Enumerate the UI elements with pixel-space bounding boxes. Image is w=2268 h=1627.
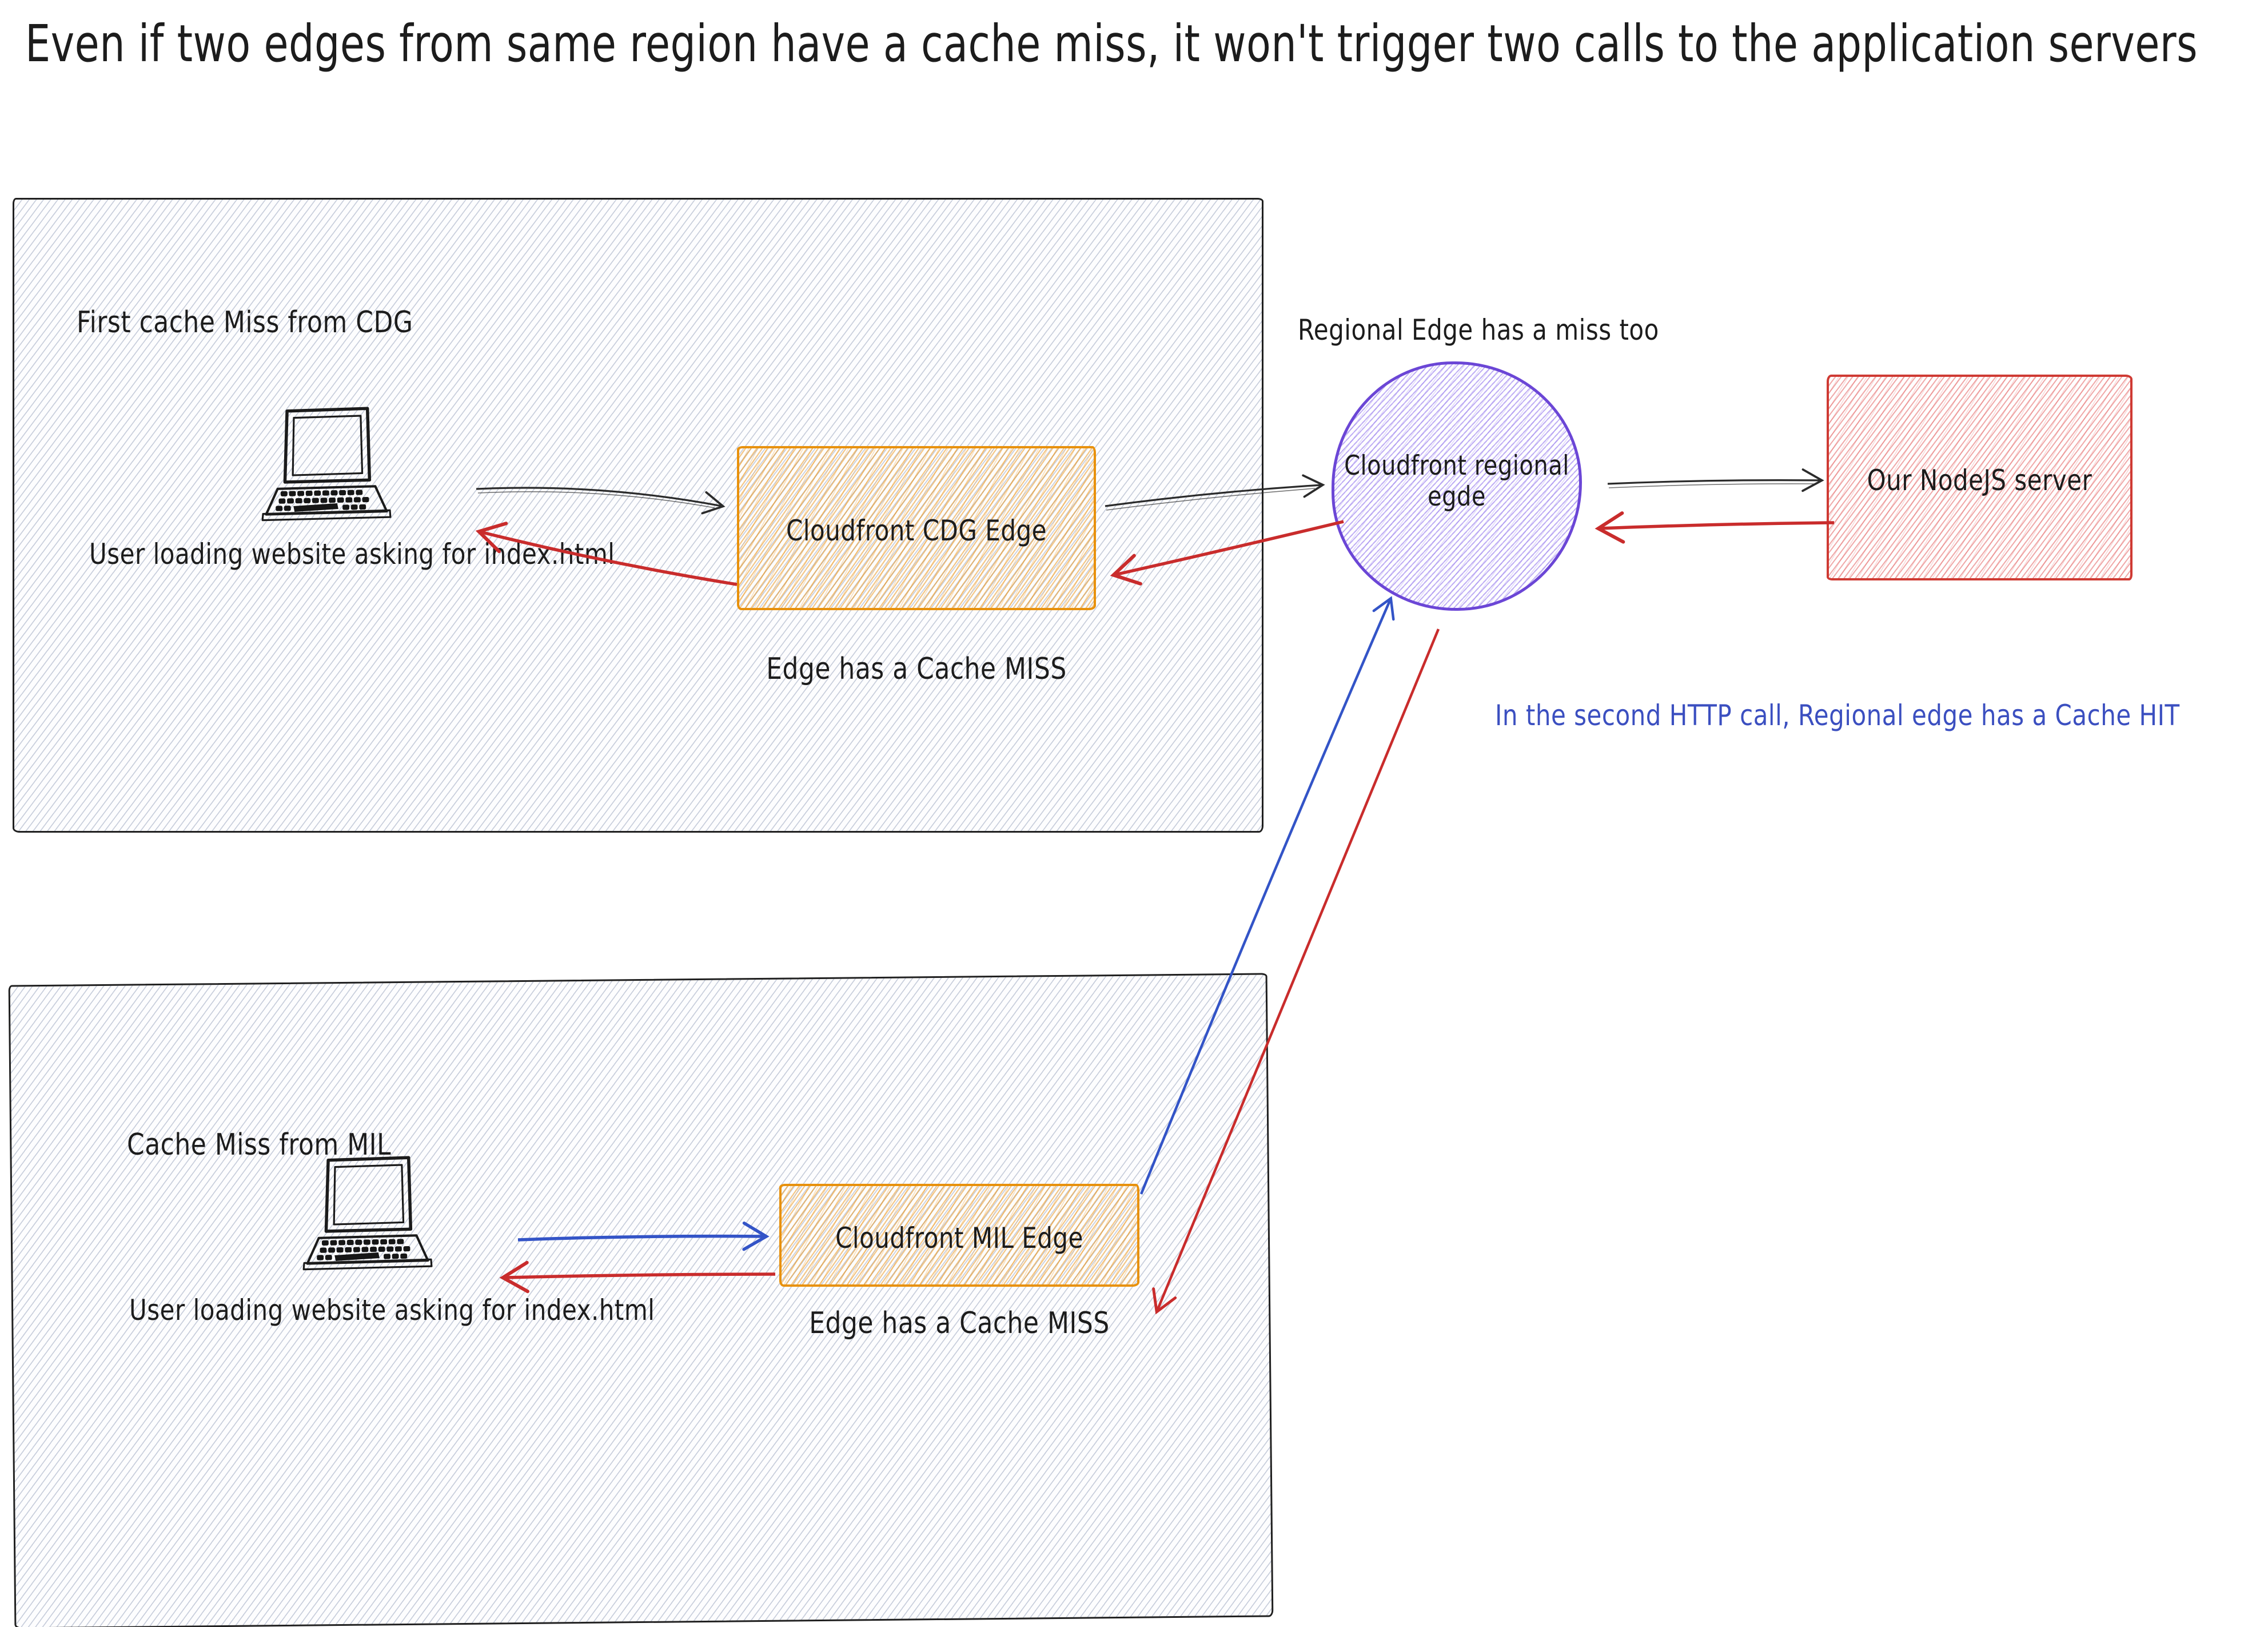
edge-box-cdg-label: Cloudfront CDG Edge bbox=[786, 514, 1047, 547]
origin-server-box: Our NodeJS server bbox=[1827, 375, 2133, 580]
region-label-mil: Cache Miss from MIL bbox=[127, 1128, 392, 1163]
origin-server-label: Our NodeJS server bbox=[1867, 463, 2092, 497]
edge-status-cdg: Edge has a Cache MISS bbox=[766, 652, 1067, 687]
regional-edge-label-line2: egde bbox=[1428, 481, 1486, 512]
laptop-icon bbox=[281, 1153, 448, 1273]
edge-box-mil: Cloudfront MIL Edge bbox=[779, 1184, 1139, 1287]
edge-box-cdg: Cloudfront CDG Edge bbox=[737, 446, 1096, 610]
user-caption-cdg: User loading website asking for index.ht… bbox=[89, 538, 615, 571]
region-label-cdg: First cache Miss from CDG bbox=[77, 305, 413, 340]
laptop-icon bbox=[240, 404, 407, 524]
page-title: Even if two edges from same region have … bbox=[25, 14, 2198, 74]
arrow-regional-to-origin bbox=[1607, 468, 1824, 492]
regional-edge-caption: Regional Edge has a miss too bbox=[1298, 313, 1659, 347]
regional-edge-circle: Cloudfront regional egde bbox=[1332, 361, 1582, 611]
page-title-text: Even if two edges from same region have … bbox=[25, 14, 2198, 74]
cache-hit-note: In the second HTTP call, Regional edge h… bbox=[1495, 699, 2180, 732]
regional-edge-label-line1: Cloudfront regional bbox=[1344, 450, 1569, 482]
edge-box-mil-label: Cloudfront MIL Edge bbox=[835, 1221, 1083, 1255]
edge-status-mil: Edge has a Cache MISS bbox=[809, 1306, 1110, 1341]
user-caption-mil: User loading website asking for index.ht… bbox=[129, 1294, 655, 1327]
arrow-origin-to-regional bbox=[1595, 511, 1835, 544]
